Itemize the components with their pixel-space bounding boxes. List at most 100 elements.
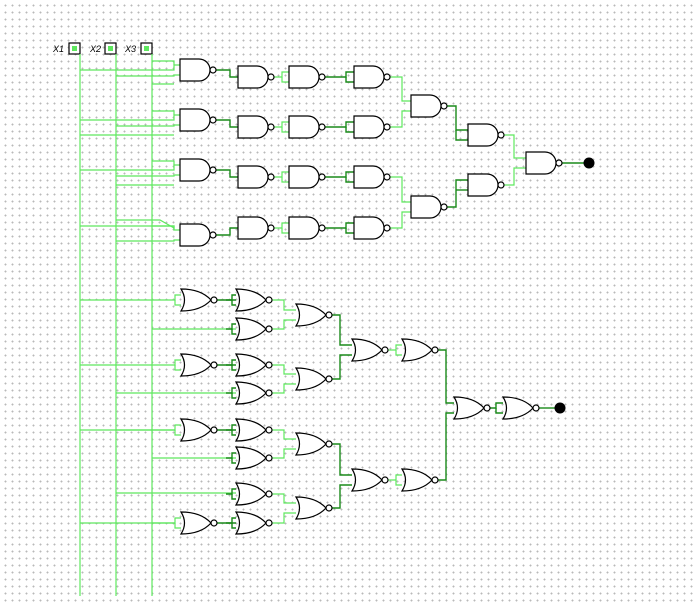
nor-gate-output[interactable] (501, 396, 540, 420)
input-x1-label: X1 (52, 44, 64, 54)
wire (332, 443, 352, 476)
wire (231, 458, 236, 464)
wire (274, 71, 289, 78)
nand-gate-c5-1[interactable] (410, 94, 448, 118)
wire (226, 387, 236, 394)
wire (116, 239, 180, 242)
nor-gate-c3-4[interactable] (294, 496, 333, 520)
nand-gate-c1-3[interactable] (179, 158, 217, 182)
wire (174, 523, 181, 529)
nor-gate-c1-1[interactable] (179, 288, 218, 312)
wire (231, 430, 236, 436)
wire (390, 176, 411, 203)
nor-gate-c2-7[interactable] (234, 482, 273, 506)
nor-gate-c2-2[interactable] (234, 317, 273, 341)
nand-gate-c3-2[interactable] (288, 115, 326, 139)
wire (226, 488, 236, 495)
wire (152, 160, 175, 165)
wire (272, 364, 296, 375)
nand-gate-c6-2[interactable] (467, 173, 505, 197)
nand-gate-c2-3[interactable] (237, 165, 275, 189)
wire (504, 134, 526, 159)
nand-gate-c2-2[interactable] (237, 115, 275, 139)
nor-gate-c2-4[interactable] (234, 381, 273, 405)
gates[interactable] (179, 58, 563, 535)
nor-gate-c2-1[interactable] (234, 288, 273, 312)
wire (345, 127, 354, 133)
wire (174, 300, 181, 306)
nand-gate-c4-1[interactable] (353, 65, 391, 89)
wire (274, 222, 289, 229)
nand-gate-c1-1[interactable] (179, 58, 217, 82)
wire (80, 64, 180, 71)
nand-gate-c2-4[interactable] (237, 216, 275, 240)
wire (80, 164, 180, 171)
wire (325, 171, 354, 178)
nor-gate-c4-1[interactable] (350, 338, 389, 362)
wire (116, 219, 175, 229)
wire (345, 77, 354, 83)
nor-gate-c6-1[interactable] (452, 396, 491, 420)
wire (438, 349, 454, 404)
input-x3[interactable]: X3 (124, 42, 153, 55)
nor-gate-c5-2[interactable] (400, 468, 439, 492)
wire (495, 408, 503, 414)
nor-gate-c2-6[interactable] (234, 446, 273, 470)
nand-gate-c3-4[interactable] (288, 216, 326, 240)
wire (216, 169, 238, 178)
wire (226, 323, 236, 330)
nand-gate-c5-2[interactable] (410, 195, 448, 219)
nand-gate-c1-4[interactable] (179, 223, 217, 247)
wire (226, 452, 236, 459)
wire (395, 350, 402, 356)
nand-gate-c6-1[interactable] (467, 123, 505, 147)
nand-gate-c3-1[interactable] (288, 65, 326, 89)
nor-gate-c3-2[interactable] (294, 367, 333, 391)
wire (272, 448, 296, 459)
wire (80, 114, 180, 121)
wire (272, 493, 296, 504)
wires (80, 60, 584, 529)
nor-gate-c3-1[interactable] (294, 303, 333, 327)
wire (80, 294, 181, 301)
nor-gate-c2-3[interactable] (234, 353, 273, 377)
nand-gate-c4-3[interactable] (353, 165, 391, 189)
nand-gate-c3-3[interactable] (288, 165, 326, 189)
wire (216, 69, 238, 78)
nand-gate-c4-2[interactable] (353, 115, 391, 139)
wire (325, 71, 354, 78)
wire (332, 354, 352, 380)
wire (332, 484, 352, 509)
wire (490, 402, 503, 409)
wire (345, 177, 354, 183)
wire (447, 179, 468, 208)
wire (281, 127, 289, 133)
wire (226, 517, 236, 524)
wire (231, 365, 236, 371)
wire (226, 424, 236, 431)
wire (281, 177, 289, 183)
wire (116, 124, 180, 127)
wire (272, 299, 296, 311)
wire (80, 424, 181, 431)
input-x2[interactable]: X2 (89, 42, 117, 55)
nor-gate-c2-8[interactable] (234, 511, 273, 535)
nor-gate-c1-4[interactable] (179, 511, 218, 535)
nand-gate-output[interactable] (525, 151, 563, 175)
input-x1[interactable]: X1 (52, 42, 81, 55)
wire (272, 383, 296, 394)
nand-gate-c1-2[interactable] (179, 108, 217, 132)
wire (226, 359, 236, 366)
wire (152, 225, 175, 230)
nor-gate-c4-2[interactable] (350, 468, 389, 492)
nor-gate-c1-3[interactable] (179, 418, 218, 442)
nor-gate-c2-5[interactable] (234, 418, 273, 442)
nand-gate-c4-4[interactable] (353, 216, 391, 240)
wire (116, 74, 180, 77)
nor-gate-c3-3[interactable] (294, 432, 333, 456)
nor-gate-c5-1[interactable] (400, 338, 439, 362)
nand-gate-c2-1[interactable] (237, 65, 275, 89)
input-x3-label: X3 (124, 44, 136, 54)
nor-gate-c1-2[interactable] (179, 353, 218, 377)
